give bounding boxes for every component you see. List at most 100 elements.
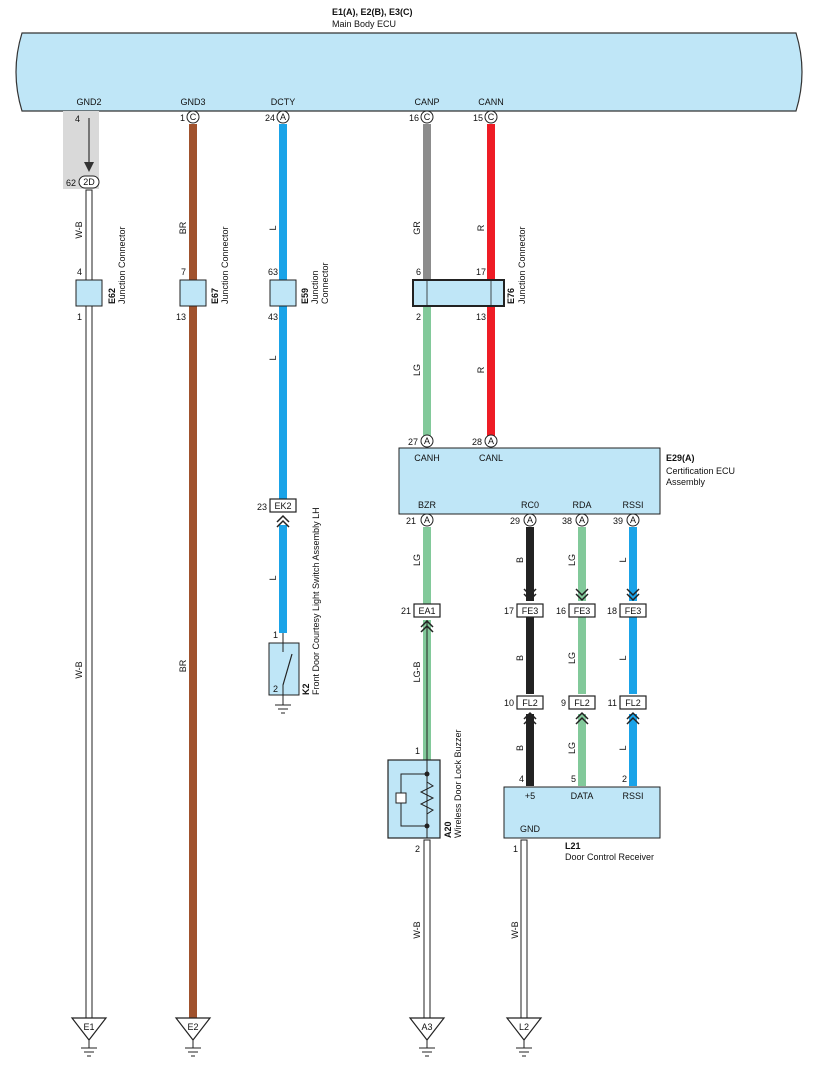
connector-fe3-rc0: 17 FE3: [504, 588, 544, 618]
ecu-pin-dcty: 24 A: [265, 110, 290, 124]
cert-pin-num-rssi: 39: [613, 516, 623, 526]
e76-top-left-pin: 6: [416, 267, 421, 277]
a20-buzzer: 1 2 A20 Wireless Door Lock Buzzer: [387, 729, 463, 854]
wire-label: L: [618, 655, 628, 660]
gnd2-junction: 62 2D: [66, 175, 100, 189]
k2-pin-top: 1: [273, 630, 278, 640]
pin-num-dcty: 24: [265, 113, 275, 123]
cert-pin-conn-rda: A: [579, 515, 585, 525]
cert-ecu-code: E29(A): [666, 453, 695, 463]
cert-pin-conn-rc0: A: [527, 515, 533, 525]
pin-conn-cann: C: [488, 112, 495, 122]
ecu-code: E1(A), E2(B), E3(C): [332, 7, 413, 17]
connector-fe3-rssi: 18 FE3: [607, 588, 647, 618]
cert-pin-rda: 38 A: [562, 513, 589, 527]
pin-num-gnd3: 1: [180, 113, 185, 123]
l21-code: L21: [565, 841, 581, 851]
fl2-rssi-num: 11: [608, 698, 617, 708]
wire-buzzer-ground: [423, 839, 431, 1019]
cert-pin-label-rssi: RSSI: [622, 500, 643, 510]
fe3-rc0-num: 17: [504, 606, 514, 616]
ecu-pin-canp: 16 C: [409, 110, 434, 124]
l21-gnd-num: 1: [513, 844, 518, 854]
wire-label: LG: [567, 652, 577, 664]
junction-e59: 63 43 E59 Junction Connector: [268, 262, 330, 322]
a20-pin-top: 1: [415, 746, 420, 756]
pin-label-cann: CANN: [478, 97, 504, 107]
cert-pin-canh: 27 A: [408, 434, 434, 448]
wire-rssi: [629, 527, 637, 601]
l21-pin-label-data: DATA: [571, 791, 594, 801]
wire-label: R: [476, 366, 486, 373]
pin-conn-gnd3: C: [190, 112, 197, 122]
pin-label-gnd2: GND2: [76, 97, 101, 107]
fe3-rda-code: FE3: [574, 606, 591, 616]
wire-label: LG: [412, 364, 422, 376]
connector-fl2-rda: 9 FL2: [561, 695, 596, 725]
l21-pin-num-rssi: 2: [622, 774, 627, 784]
wire-gnd2: [84, 118, 94, 1019]
wire-cann: [487, 124, 495, 280]
e59-top-pin: 63: [268, 267, 278, 277]
wire-bzr-lgb: [423, 620, 431, 760]
k2-pin-bottom: 2: [273, 684, 278, 694]
cert-pin-label-rc0: RC0: [521, 500, 539, 510]
cert-pin-label-canl: CANL: [479, 453, 503, 463]
ground-label-l2: L2: [519, 1022, 529, 1032]
k2-code: K2: [301, 683, 311, 695]
wire-canp: [423, 124, 431, 280]
certification-ecu: E29(A) Certification ECU Assembly CANH C…: [398, 447, 735, 515]
pin-num-cann: 15: [473, 113, 483, 123]
ea1-code: EA1: [418, 606, 435, 616]
cert-pin-num-rc0: 29: [510, 516, 520, 526]
e59-bottom-pin: 43: [268, 312, 278, 322]
e76-bottom-left-pin: 2: [416, 312, 421, 322]
wire-label: B: [515, 655, 525, 661]
e76-name: Junction Connector: [517, 226, 527, 304]
gnd2-junction-code: 2D: [83, 177, 95, 187]
ground-a3: A3: [408, 1017, 446, 1057]
cert-pin-label-canh: CANH: [414, 453, 440, 463]
l21-pin-label-rssi: RSSI: [622, 791, 643, 801]
ground-label-e1: E1: [83, 1022, 94, 1032]
e62-name: Junction Connector: [117, 226, 127, 304]
wire-label: LG-B: [412, 661, 422, 682]
a20-pin-bottom: 2: [415, 844, 420, 854]
cert-pin-conn-canh: A: [424, 436, 430, 446]
l21-name: Door Control Receiver: [565, 852, 654, 862]
wire-rc0: [526, 527, 534, 601]
fe3-rda-num: 16: [556, 606, 566, 616]
ea1-num: 21: [401, 606, 411, 616]
k2-name: Front Door Courtesy Light Switch Assembl…: [311, 507, 321, 695]
wire-label: L: [268, 225, 278, 230]
wire-label: GR: [412, 221, 422, 235]
ecu-pin-gnd3: 1 C: [180, 110, 200, 124]
cert-pin-num-bzr: 21: [406, 516, 416, 526]
wire-label: L: [268, 575, 278, 580]
fl2-rc0-code: FL2: [522, 698, 538, 708]
cert-pin-conn-rssi: A: [630, 515, 636, 525]
connector-ea1: 21 EA1: [401, 603, 441, 633]
pin-label-dcty: DCTY: [271, 97, 296, 107]
ground-label-a3: A3: [421, 1022, 432, 1032]
wire-label: W-B: [74, 661, 84, 678]
cert-pin-label-rda: RDA: [572, 500, 591, 510]
ecu-pin-gnd2: 4: [75, 114, 80, 124]
fl2-rda-code: FL2: [574, 698, 590, 708]
cert-pin-num-canh: 27: [408, 437, 418, 447]
wire-label: W-B: [74, 221, 84, 238]
wire-label: B: [515, 745, 525, 751]
ground-e1: E1: [70, 1017, 108, 1057]
cert-pin-num-rda: 38: [562, 516, 572, 526]
e59-name: Junction: [310, 270, 320, 304]
wire-canh: [423, 306, 431, 436]
wire-rssi-mid: [629, 616, 637, 694]
wire-canl: [487, 306, 495, 436]
ground-e2: E2: [174, 1017, 212, 1057]
ek2-code: EK2: [274, 501, 291, 511]
e67-top-pin: 7: [181, 267, 186, 277]
e62-top-pin: 4: [77, 267, 82, 277]
junction-e76: 6 17 2 13 E76 Junction Connector: [412, 226, 527, 322]
e59-name-line2: Connector: [320, 262, 330, 304]
